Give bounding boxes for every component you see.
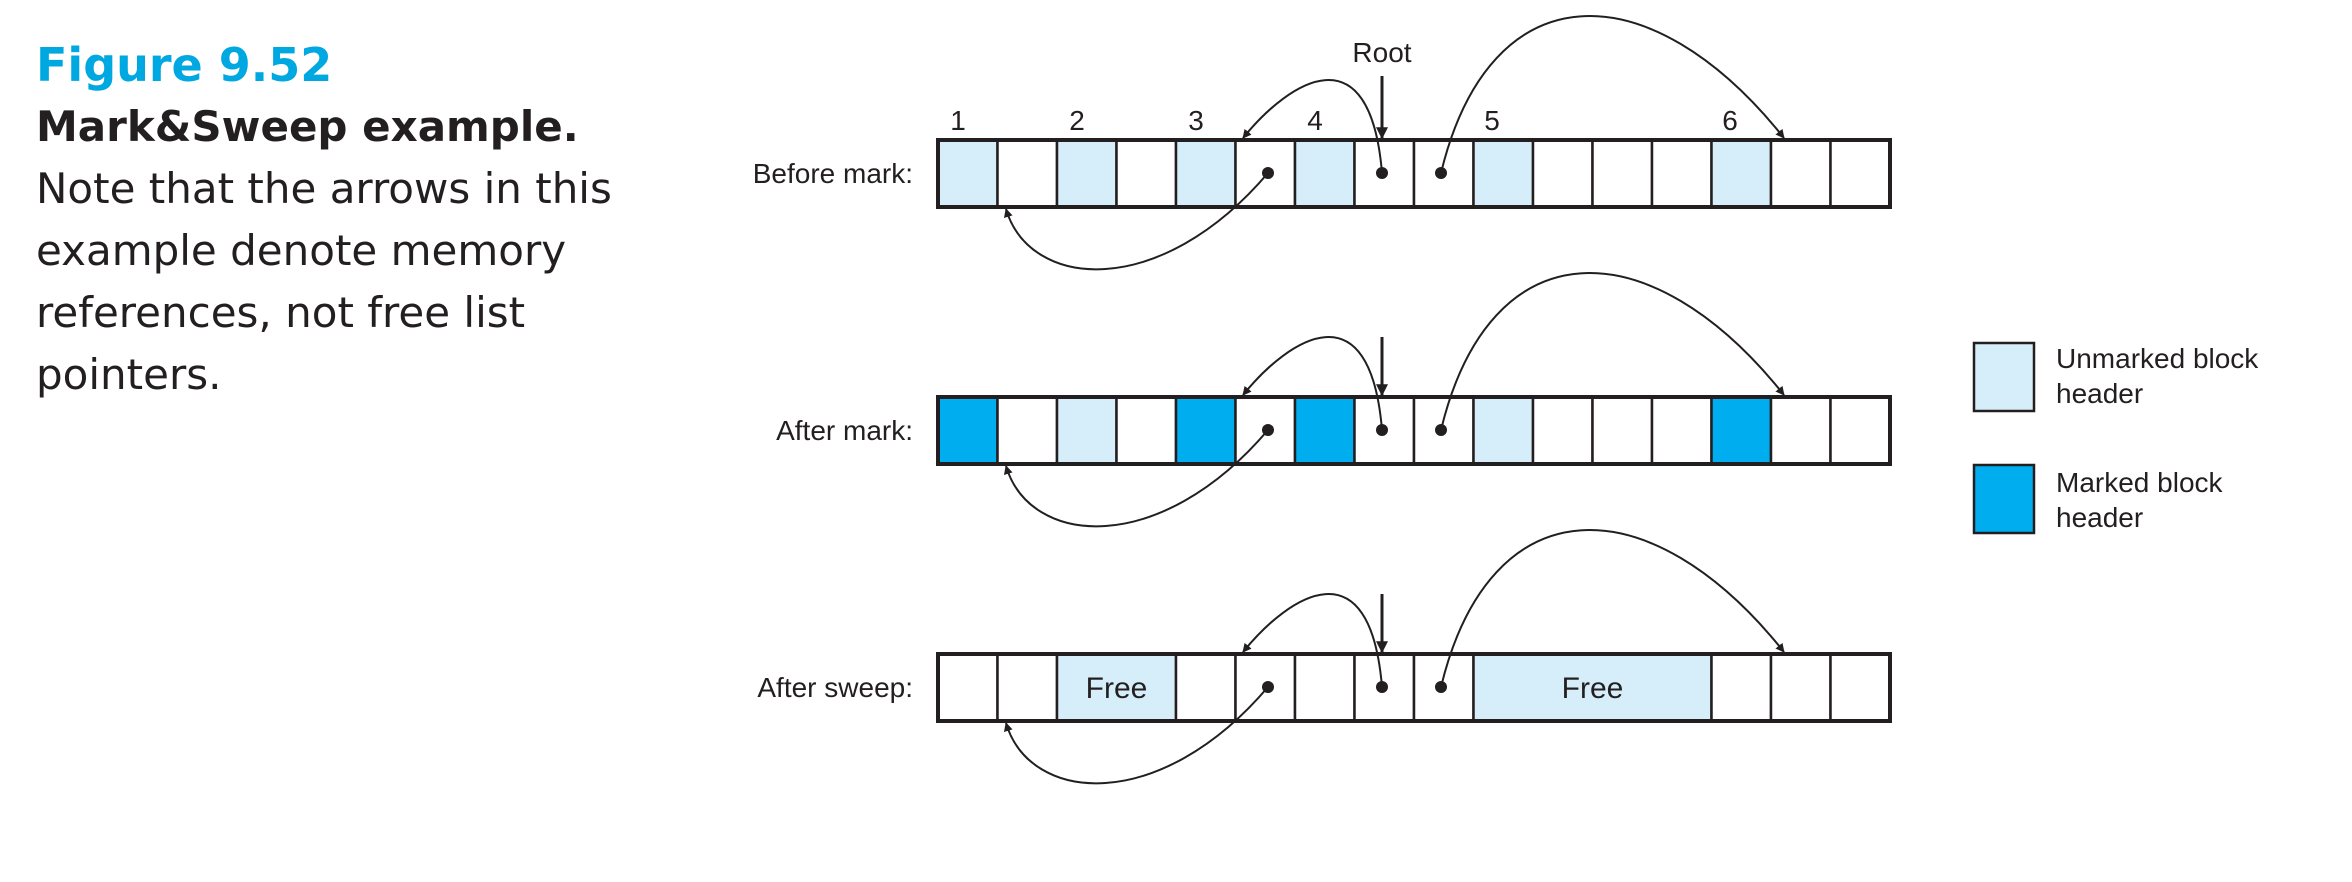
heap-word bbox=[996, 395, 1059, 466]
heap-word bbox=[1591, 138, 1654, 209]
reference-arrow-4-to-3 bbox=[1242, 336, 1383, 431]
heap-word bbox=[1115, 138, 1178, 209]
free-block bbox=[1472, 652, 1713, 723]
block-number-5: 5 bbox=[1484, 105, 1500, 136]
unmarked-block-header bbox=[1174, 138, 1237, 209]
legend-marked-swatch bbox=[1972, 463, 2036, 535]
unmarked-block-header bbox=[1710, 138, 1773, 209]
heap-word bbox=[1591, 395, 1654, 466]
heap-word bbox=[996, 138, 1059, 209]
heap-word bbox=[1293, 652, 1356, 723]
marked-block-header bbox=[1174, 395, 1237, 466]
figure-caption: Figure 9.52 Mark&Sweep example. Note tha… bbox=[36, 34, 676, 406]
marked-block-header bbox=[936, 395, 999, 466]
unmarked-block-header bbox=[1472, 395, 1535, 466]
marked-block-header bbox=[1293, 395, 1356, 466]
block-number-1: 1 bbox=[950, 105, 966, 136]
heap-word bbox=[1829, 652, 1892, 723]
unmarked-block-header bbox=[1472, 138, 1535, 209]
unmarked-block-header bbox=[1055, 395, 1118, 466]
heap-word bbox=[1531, 138, 1594, 209]
reference-arrow-3-to-1 bbox=[1003, 686, 1269, 785]
legend-unmarked-swatch bbox=[1972, 341, 2036, 413]
unmarked-block-header bbox=[936, 138, 999, 209]
reference-arrow-3-to-1 bbox=[1003, 429, 1269, 528]
heap-outline bbox=[936, 652, 1892, 723]
heap-word bbox=[1829, 138, 1892, 209]
heap-word bbox=[1174, 652, 1237, 723]
heap-word bbox=[1829, 395, 1892, 466]
reference-arrow-5-to-6 bbox=[1440, 15, 1785, 174]
heap-row-label: After sweep: bbox=[757, 672, 913, 703]
heap-row-label: After mark: bbox=[776, 415, 913, 446]
heap-outline bbox=[936, 138, 1892, 209]
block-number-4: 4 bbox=[1307, 105, 1323, 136]
block-number-3: 3 bbox=[1188, 105, 1204, 136]
heap-row-1: Before mark: bbox=[753, 15, 1892, 271]
heap-row-label: Before mark: bbox=[753, 158, 913, 189]
heap-word bbox=[1769, 395, 1832, 466]
heap-word bbox=[996, 652, 1059, 723]
block-number-6: 6 bbox=[1722, 105, 1738, 136]
legend-unmarked-label-line1: Unmarked block bbox=[2056, 343, 2259, 374]
reference-arrow-5-to-6 bbox=[1440, 272, 1785, 431]
heap-word bbox=[1769, 652, 1832, 723]
reference-arrow-3-to-1 bbox=[1003, 172, 1269, 271]
root-label: Root bbox=[1352, 37, 1411, 68]
heap-word bbox=[1650, 138, 1713, 209]
free-label: Free bbox=[1562, 672, 1624, 705]
heap-outline bbox=[936, 395, 1892, 466]
marked-block-header bbox=[1710, 395, 1773, 466]
legend-marked-label-line1: Marked block bbox=[2056, 467, 2224, 498]
reference-arrow-5-to-6 bbox=[1440, 529, 1785, 688]
unmarked-block-header bbox=[1055, 138, 1118, 209]
unmarked-block-header bbox=[1293, 138, 1356, 209]
heap-word bbox=[1710, 652, 1773, 723]
heap-word bbox=[936, 652, 999, 723]
figure-description: Note that the arrows in this example den… bbox=[36, 164, 612, 399]
legend-marked-label-line2: header bbox=[2056, 502, 2143, 533]
reference-arrow-4-to-3 bbox=[1242, 79, 1383, 174]
heap-word bbox=[1650, 395, 1713, 466]
heap-row-3: After sweep: Free Free bbox=[757, 529, 1892, 785]
heap-row-2: After mark: bbox=[776, 272, 1892, 528]
free-label: Free bbox=[1086, 672, 1148, 705]
reference-arrow-4-to-3 bbox=[1242, 593, 1383, 688]
figure-title: Mark&Sweep example. bbox=[36, 102, 579, 151]
heap-word bbox=[1531, 395, 1594, 466]
block-number-2: 2 bbox=[1069, 105, 1085, 136]
heap-word bbox=[1769, 138, 1832, 209]
figure-number: Figure 9.52 bbox=[36, 38, 333, 92]
legend-unmarked-label-line2: header bbox=[2056, 378, 2143, 409]
heap-word bbox=[1115, 395, 1178, 466]
